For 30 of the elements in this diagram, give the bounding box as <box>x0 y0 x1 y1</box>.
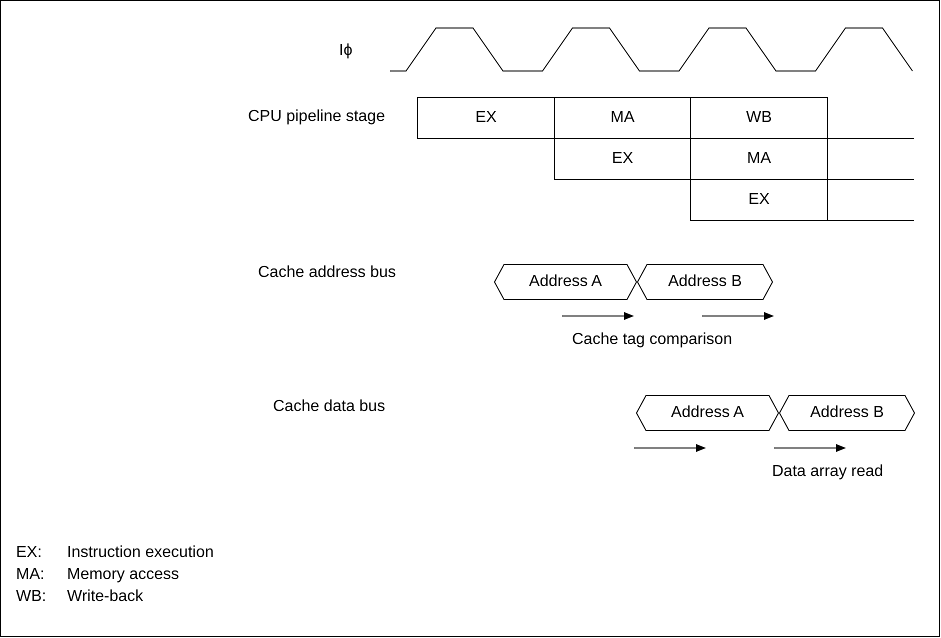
text-label: EX: <box>16 543 42 563</box>
text-label: Write-back <box>67 587 144 607</box>
pipeline-stage-cell <box>417 97 555 139</box>
stage-label: EX <box>612 151 634 167</box>
bus-cycle-hexagon <box>636 395 779 431</box>
stage-label: MA <box>747 151 771 167</box>
stage-label: MA <box>610 110 634 126</box>
text-label: Memory access <box>67 565 180 585</box>
text-label: Cache address bus <box>258 263 396 283</box>
pipeline-stage-cell <box>690 179 828 221</box>
pipeline-stage-cell <box>554 138 691 180</box>
stage-label: Address B <box>810 405 884 421</box>
text-label: Instruction execution <box>67 543 214 563</box>
stage-label: WB <box>746 110 772 126</box>
text-label: Cache data bus <box>273 397 386 417</box>
bus-cycle-hexagon <box>779 395 915 431</box>
stage-label: EX <box>475 110 497 126</box>
text-label: Iϕ <box>339 41 352 61</box>
stage-label: Address A <box>529 274 602 290</box>
text-label: CPU pipeline stage <box>248 107 385 127</box>
text-label: WB: <box>16 587 46 607</box>
text-label: Cache tag comparison <box>572 330 732 350</box>
bus-cycle-hexagon <box>637 264 773 300</box>
pipeline-stage-cell <box>690 97 828 139</box>
stage-label: EX <box>748 192 770 208</box>
text-label: Data array read <box>772 462 884 482</box>
bus-cycle-hexagon <box>494 264 637 300</box>
stage-label: Address B <box>668 274 742 290</box>
stage-label: Address A <box>671 405 744 421</box>
text-label: MA: <box>16 565 44 585</box>
